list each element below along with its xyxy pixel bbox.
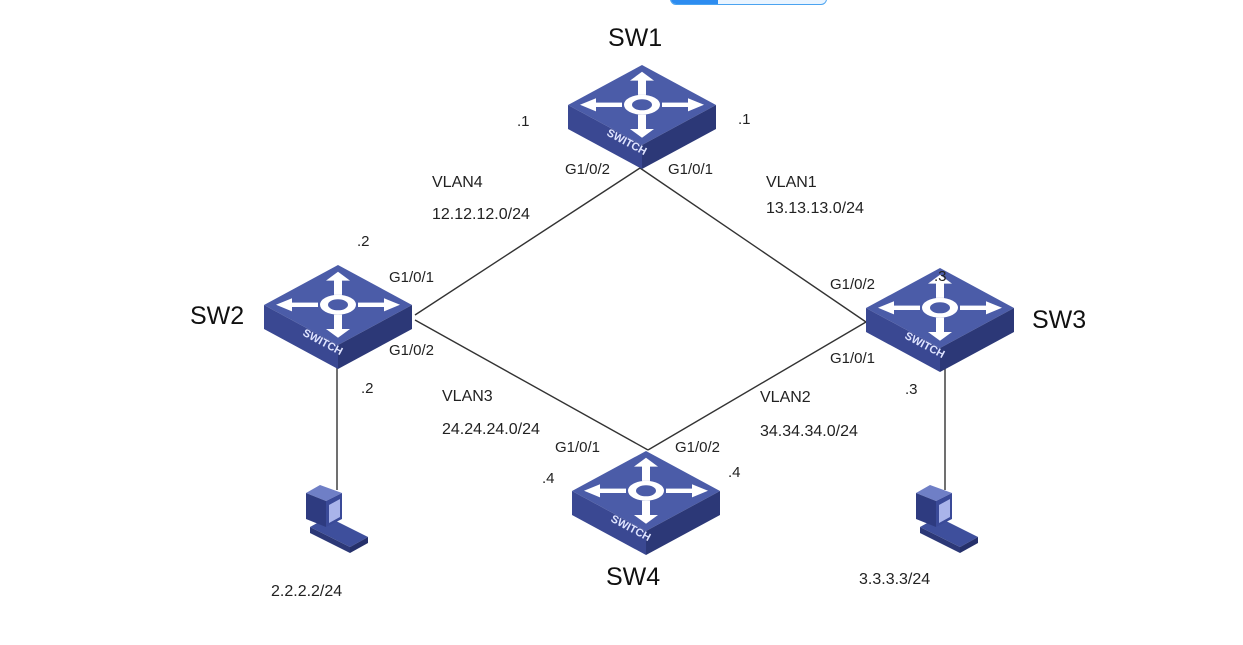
subnet-label: 12.12.12.0/24 — [432, 206, 530, 223]
switch-sw1-label: SW1 — [608, 24, 663, 52]
ip-label: .3 — [905, 381, 918, 398]
port-label: G1/0/2 — [389, 342, 435, 359]
vlan-label: VLAN4 — [432, 174, 483, 191]
port-label: G1/0/2 — [565, 161, 611, 178]
link-sw3-sw4 — [647, 321, 867, 451]
host-address-label: 2.2.2.2/24 — [271, 583, 343, 600]
ip-label: .1 — [517, 113, 530, 130]
port-label: G1/0/1 — [668, 161, 714, 178]
port-label: G1/0/1 — [555, 439, 601, 456]
switch-sw1-icon[interactable] — [568, 65, 716, 169]
progress-bar-fill — [671, 0, 718, 4]
switch-sw2-label: SW2 — [190, 302, 245, 330]
subnet-label: 24.24.24.0/24 — [442, 421, 540, 438]
ip-label: .1 — [738, 111, 751, 128]
switch-sw4-icon[interactable] — [572, 451, 720, 555]
port-label: G1/0/2 — [675, 439, 721, 456]
subnet-label: 13.13.13.0/24 — [766, 200, 864, 217]
ip-label: .4 — [728, 464, 741, 481]
port-label: G1/0/1 — [389, 269, 435, 286]
host-address-label: 3.3.3.3/24 — [859, 571, 931, 588]
port-label: G1/0/1 — [830, 350, 876, 367]
ip-label: .4 — [542, 470, 555, 487]
host-pc-icon[interactable] — [916, 485, 978, 553]
subnet-label: 34.34.34.0/24 — [760, 423, 858, 440]
vlan-label: VLAN1 — [766, 174, 817, 191]
vlan-label: VLAN2 — [760, 389, 811, 406]
ip-label: .3 — [934, 268, 947, 285]
switch-sw4-label: SW4 — [606, 563, 661, 591]
host-pc-icon[interactable] — [306, 485, 368, 553]
ip-label: .2 — [357, 233, 370, 250]
link-sw1-sw2 — [414, 167, 641, 316]
link-sw2-sw4 — [414, 319, 649, 451]
vlan-label: VLAN3 — [442, 388, 493, 405]
link-sw1-sw3 — [639, 167, 867, 323]
port-label: G1/0/2 — [830, 276, 876, 293]
switch-sw3-label: SW3 — [1032, 306, 1087, 334]
ip-label: .2 — [361, 380, 374, 397]
